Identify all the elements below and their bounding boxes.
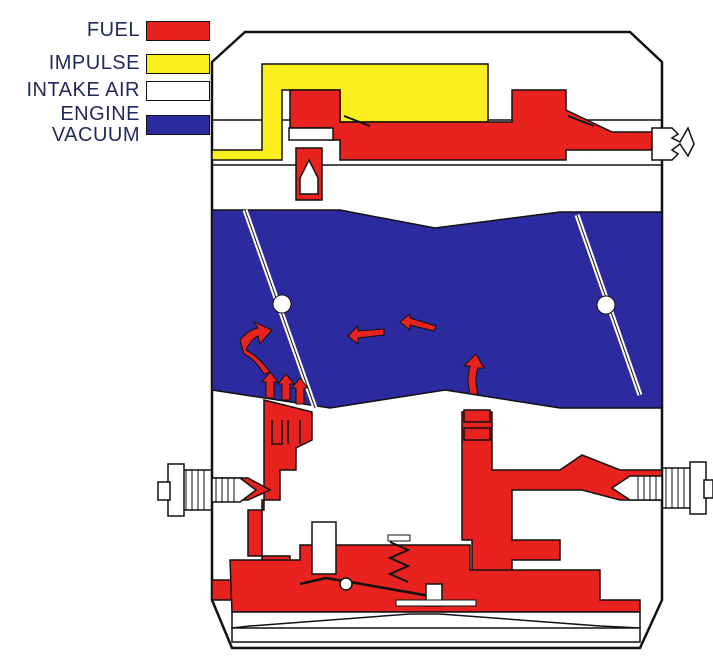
outlet-valve-flap — [567, 115, 595, 127]
fuel-swatch — [146, 20, 210, 41]
legend-label-vacuum: VACUUM — [51, 124, 140, 146]
legend-label-impulse: IMPULSE — [48, 52, 140, 74]
spring-cap — [387, 534, 411, 542]
legend-label-engine: ENGINE — [60, 103, 140, 125]
legend-item-intake-air: INTAKE AIR — [26, 80, 210, 101]
legend-label-engine-vacuum: ENGINE VACUUM — [52, 104, 140, 146]
legend-label-intake-air: INTAKE AIR — [26, 79, 140, 101]
venturi-vacuum-area — [212, 209, 662, 409]
intake-air-swatch — [146, 80, 210, 101]
fuel-spray-arrow — [239, 320, 273, 375]
engine-vacuum-swatch — [146, 115, 210, 135]
idle-fuel-circuit — [212, 399, 341, 601]
idle-port-arrow — [276, 373, 296, 401]
metering-needle — [311, 521, 337, 575]
legend-item-impulse: IMPULSE — [49, 53, 210, 74]
throttle-shaft — [272, 294, 292, 314]
legend-label-fuel: FUEL — [86, 19, 140, 41]
bottom-cover — [231, 627, 641, 643]
choke-shaft — [596, 295, 616, 315]
needle-tip — [299, 158, 319, 195]
check-valve-bottom — [463, 427, 491, 441]
diaphragm-plate — [395, 599, 477, 607]
fuel-inlet-fitting — [651, 126, 695, 161]
check-valve-top — [463, 409, 491, 423]
lever-pivot — [339, 577, 353, 591]
idle-mixture-screw — [157, 463, 258, 517]
pump-filter — [288, 127, 334, 141]
metering-lever — [299, 576, 431, 598]
high-speed-mixture-screw — [610, 461, 713, 515]
idle-port-arrow — [290, 377, 310, 405]
metering-spring — [387, 541, 411, 583]
legend-item-fuel: FUEL — [87, 20, 210, 41]
legend-item-engine-vacuum: ENGINE VACUUM — [52, 104, 210, 146]
idle-port-arrow — [260, 371, 280, 399]
inlet-valve-flap — [343, 115, 371, 127]
idle-port-channels — [271, 420, 301, 445]
fuel-flow-arrow — [399, 312, 437, 332]
impulse-passage — [212, 63, 489, 161]
fuel-flow-arrow — [347, 324, 385, 346]
main-jet-arrow — [462, 353, 485, 395]
impulse-swatch — [146, 53, 210, 74]
